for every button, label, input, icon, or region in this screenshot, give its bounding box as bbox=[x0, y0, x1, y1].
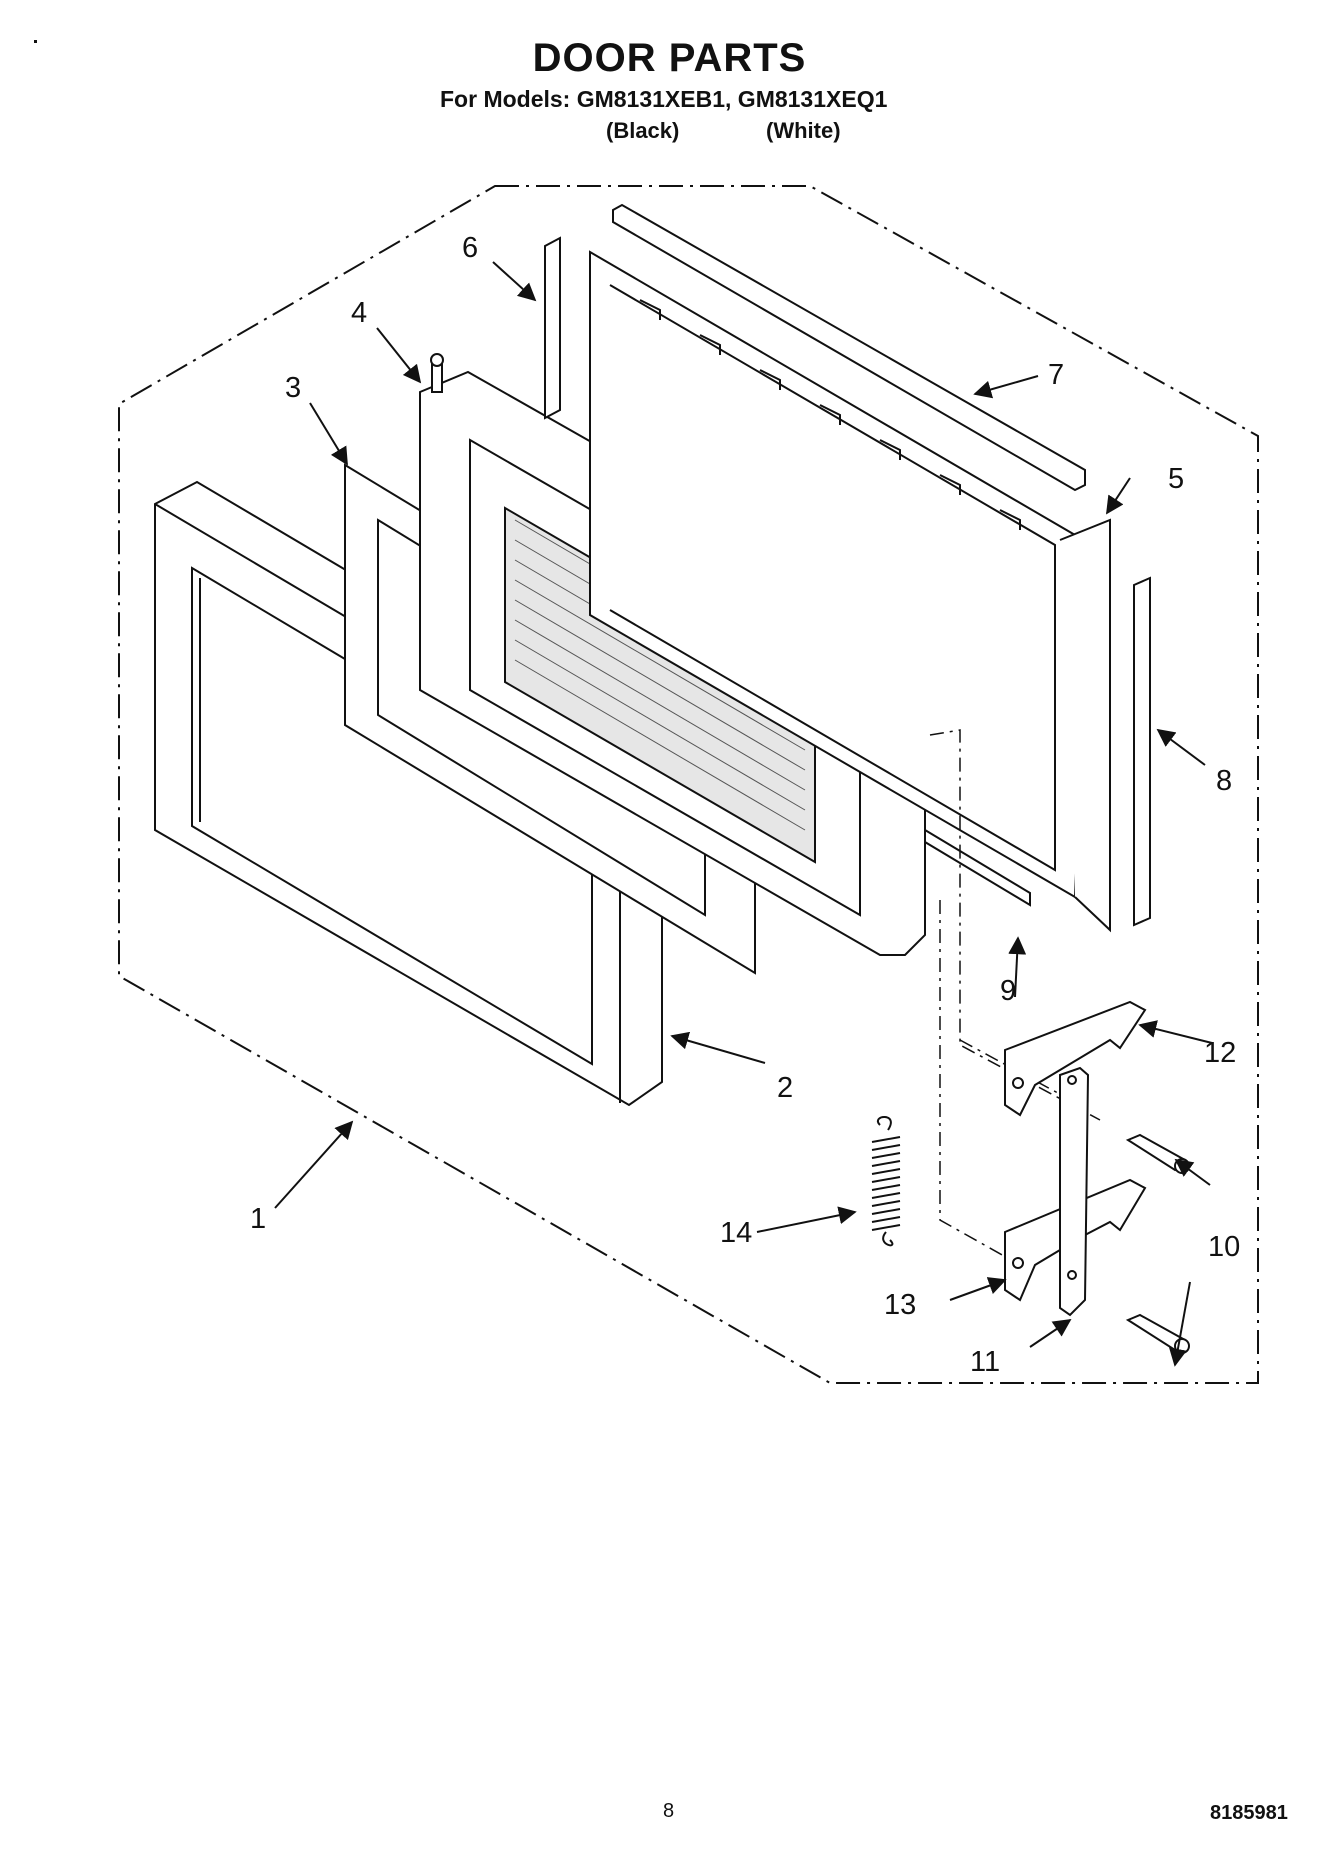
callout-6: 6 bbox=[462, 232, 478, 264]
callout-2: 2 bbox=[777, 1072, 793, 1104]
leader-arrows bbox=[274, 261, 1213, 1367]
scan-speck bbox=[34, 40, 37, 43]
callout-11: 11 bbox=[970, 1346, 1000, 1378]
inner-panel-part bbox=[589, 250, 1111, 933]
callout-5: 5 bbox=[1168, 463, 1184, 495]
side-strip-part bbox=[1133, 576, 1151, 927]
bottom-rail-part bbox=[924, 828, 1031, 907]
callout-13: 13 bbox=[884, 1289, 916, 1321]
callout-3: 3 bbox=[285, 372, 301, 404]
callout-4: 4 bbox=[351, 297, 367, 329]
callout-7: 7 bbox=[1048, 359, 1064, 391]
callout-1: 1 bbox=[250, 1203, 266, 1235]
assembly-boundary bbox=[118, 185, 1259, 1384]
variant-white: (White) bbox=[766, 118, 841, 143]
callout-14: 14 bbox=[720, 1217, 752, 1249]
latch-lever-part bbox=[1059, 1066, 1090, 1317]
hinge-strip-part bbox=[544, 236, 561, 420]
pin-parts bbox=[1125, 1133, 1190, 1354]
callout-8: 8 bbox=[1216, 765, 1232, 797]
callout-12: 12 bbox=[1204, 1037, 1236, 1069]
upper-latch-part bbox=[1004, 1000, 1147, 1117]
variant-black: (Black) bbox=[606, 118, 680, 143]
document-number: 8185981 bbox=[1210, 1802, 1288, 1824]
spring-part bbox=[871, 1116, 901, 1247]
page-title: DOOR PARTS bbox=[532, 36, 807, 80]
callout-labels: 1 2 3 4 5 6 7 8 9 10 11 12 13 14 bbox=[250, 232, 1240, 1378]
top-strip-part bbox=[612, 203, 1086, 492]
door-frame-part bbox=[154, 480, 663, 1107]
callout-10: 10 bbox=[1208, 1231, 1240, 1263]
page-number: 8 bbox=[663, 1800, 675, 1822]
callout-9: 9 bbox=[1000, 975, 1016, 1007]
models-line: For Models: GM8131XEB1, GM8131XEQ1 bbox=[440, 86, 888, 112]
